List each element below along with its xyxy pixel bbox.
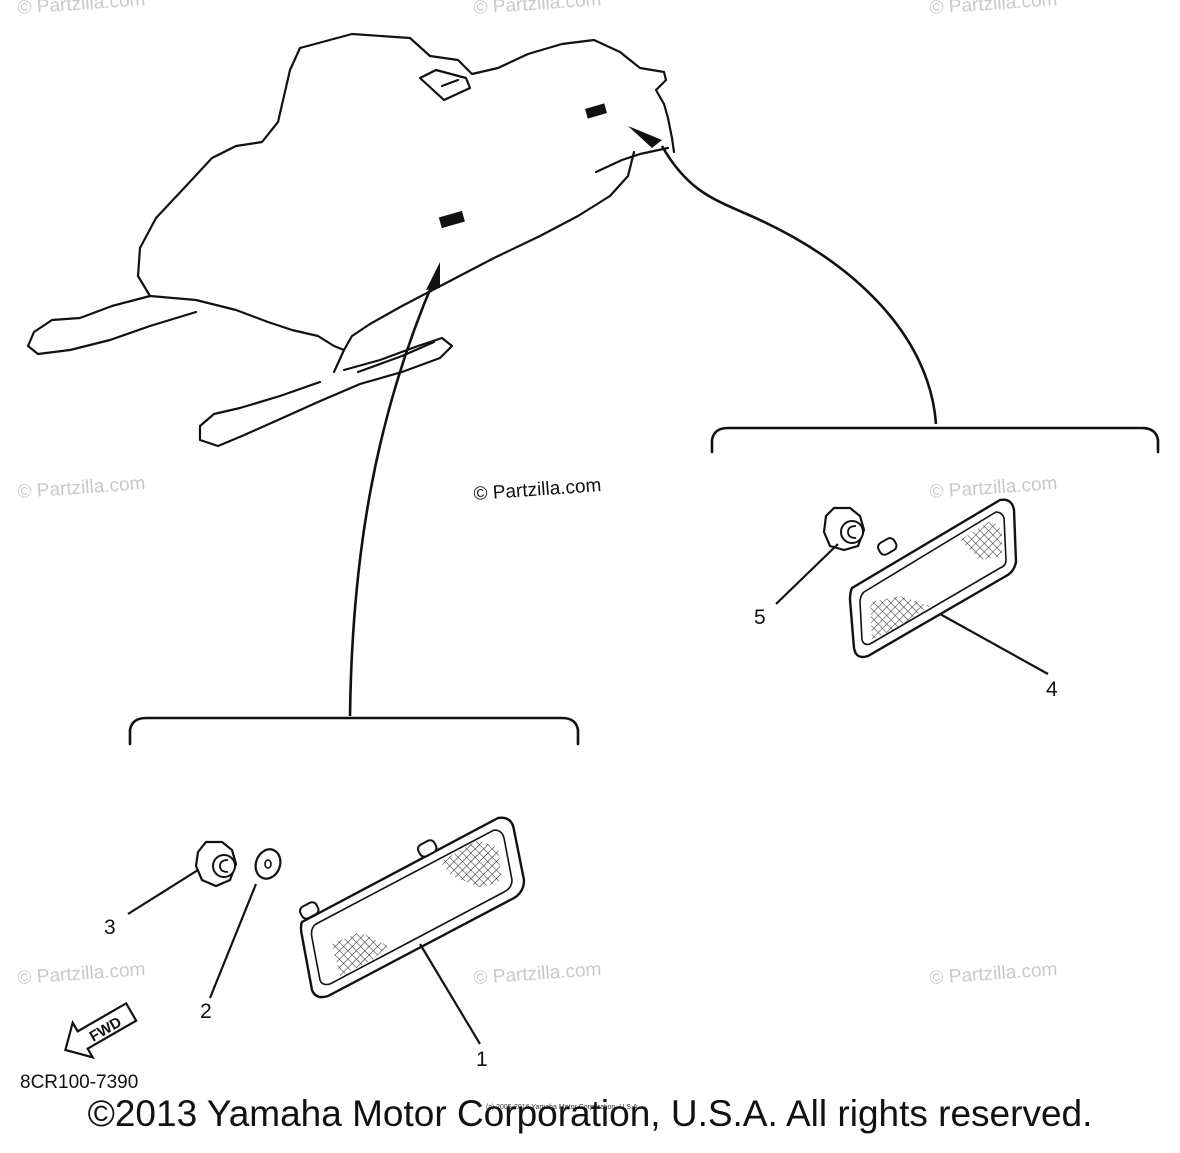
watermark-top-left: © Partzilla.com <box>17 0 146 19</box>
watermark-low-center: © Partzilla.com <box>473 959 602 989</box>
callout-2: 2 <box>200 1000 212 1023</box>
small-copyright: (c) 2005-2016 Yamaha Motor Corporation, … <box>486 1104 640 1111</box>
group-brackets <box>128 426 1160 746</box>
watermark-low-left: © Partzilla.com <box>17 959 146 989</box>
snowmobile-illustration <box>26 32 676 448</box>
watermark-mid-right: © Partzilla.com <box>929 473 1058 503</box>
fwd-arrow: FWD <box>64 1001 138 1060</box>
callout-1: 1 <box>476 1048 488 1071</box>
callout-3: 3 <box>104 916 116 939</box>
washer-2 <box>254 848 282 880</box>
watermark-mid-center: © Partzilla.com <box>473 475 602 505</box>
copyright-notice: ©2013 Yamaha Motor Corporation, U.S.A. A… <box>87 1093 1093 1134</box>
diagram-code: 8CR100-7390 <box>20 1072 138 1093</box>
watermarks: © Partzilla.com © Partzilla.com © Partzi… <box>17 0 1058 989</box>
watermark-top-right: © Partzilla.com <box>929 0 1058 19</box>
front-reflector-marker <box>585 103 607 119</box>
reflector-4 <box>848 498 1018 659</box>
watermark-top-center: © Partzilla.com <box>473 0 602 19</box>
arrow-head-side <box>426 262 440 290</box>
nut-5 <box>822 506 866 552</box>
side-reflector-marker <box>438 210 465 229</box>
callout-4: 4 <box>1046 678 1058 701</box>
leader-lines <box>348 145 938 717</box>
watermark-low-right: © Partzilla.com <box>929 959 1058 989</box>
watermark-mid-left: © Partzilla.com <box>17 473 146 503</box>
callout-5: 5 <box>754 606 766 629</box>
arrow-head-front <box>628 126 662 148</box>
nut-3 <box>194 840 238 888</box>
callout-leaders <box>127 543 1049 1045</box>
reflector-1 <box>298 816 526 999</box>
